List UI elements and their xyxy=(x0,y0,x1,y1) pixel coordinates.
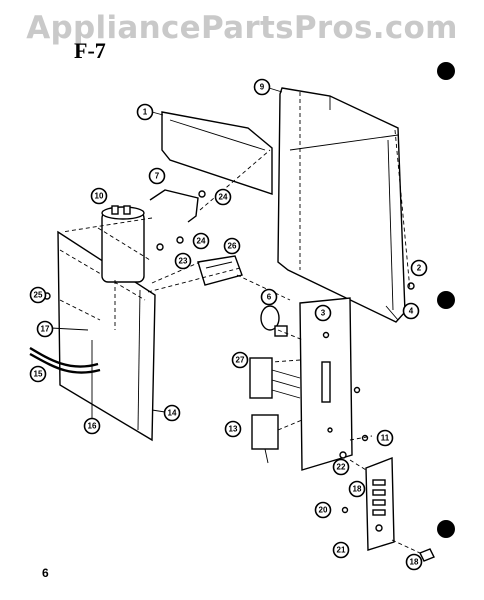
callout-24-lower: 24 xyxy=(192,232,210,250)
margin-marker-top xyxy=(437,62,455,80)
callout-17: 17 xyxy=(36,320,89,338)
callout-25-label: 25 xyxy=(34,291,43,300)
callout-21: 21 xyxy=(332,541,350,559)
callout-10: 10 xyxy=(90,187,108,205)
callout-9: 9 xyxy=(253,78,283,96)
callout-27-label: 27 xyxy=(236,356,245,365)
callout-23: 23 xyxy=(174,252,192,270)
part-10-capacitor xyxy=(101,205,145,283)
callout-10-label: 10 xyxy=(95,192,104,201)
callout-26-label: 26 xyxy=(228,242,237,251)
callout-3: 3 xyxy=(314,304,332,322)
callout-20: 20 xyxy=(314,501,332,519)
part-27-terminal-block xyxy=(249,357,301,399)
callout-25: 25 xyxy=(29,286,47,304)
part-7-bracket xyxy=(149,189,199,223)
callout-18-lower-label: 18 xyxy=(410,558,419,567)
part-6-switch xyxy=(260,305,288,337)
callout-22: 22 xyxy=(332,458,350,476)
part-21-faceplate xyxy=(365,456,395,551)
callout-22-label: 22 xyxy=(337,463,346,472)
callout-16: 16 xyxy=(83,340,101,435)
part-26-relay xyxy=(197,255,243,286)
callout-21-label: 21 xyxy=(337,546,346,555)
callout-18-upper-label: 18 xyxy=(353,485,362,494)
callout-2-label: 2 xyxy=(417,264,422,273)
part-3-control-plate xyxy=(299,297,353,471)
callout-9-label: 9 xyxy=(260,83,265,92)
callout-4-label: 4 xyxy=(409,307,414,316)
callout-14-label: 14 xyxy=(168,409,177,418)
callout-6-label: 6 xyxy=(267,293,272,302)
callout-16-label: 16 xyxy=(88,422,97,431)
callout-15: 15 xyxy=(29,365,47,383)
watermark: AppliancePartsPros.com xyxy=(26,10,458,46)
margin-marker-bottom xyxy=(437,520,455,538)
leader-lines xyxy=(59,129,421,554)
callout-23-label: 23 xyxy=(179,257,188,266)
part-1-top-plate xyxy=(161,111,273,195)
callout-1-label: 1 xyxy=(143,108,148,117)
page-number: 6 xyxy=(42,566,49,580)
part-9-shroud-panel xyxy=(277,87,406,323)
callout-18-lower: 18 xyxy=(405,553,423,571)
callout-27: 27 xyxy=(231,351,249,369)
callout-3-label: 3 xyxy=(321,309,326,318)
callout-17-label: 17 xyxy=(41,325,50,334)
callout-7: 7 xyxy=(148,167,166,185)
callout-11: 11 xyxy=(376,429,394,447)
figure-label: F-7 xyxy=(74,38,106,63)
callout-13-label: 13 xyxy=(229,425,238,434)
callout-20-label: 20 xyxy=(319,506,328,515)
callout-1: 1 xyxy=(136,103,164,121)
callout-13: 13 xyxy=(224,420,242,438)
callout-4: 4 xyxy=(402,302,420,320)
callout-7-label: 7 xyxy=(155,172,160,181)
margin-marker-middle xyxy=(437,291,455,309)
callout-14: 14 xyxy=(151,404,181,422)
callout-11-label: 11 xyxy=(381,434,390,443)
callout-24-lower-label: 24 xyxy=(197,237,206,246)
callout-24-upper: 24 xyxy=(214,188,232,206)
callout-24-upper-label: 24 xyxy=(219,193,228,202)
part-13-thermostat xyxy=(251,414,279,464)
callout-6: 6 xyxy=(260,288,278,306)
callout-18-upper: 18 xyxy=(348,480,366,498)
callout-26: 26 xyxy=(223,237,241,255)
callout-2: 2 xyxy=(410,259,428,277)
callout-15-label: 15 xyxy=(34,370,43,379)
